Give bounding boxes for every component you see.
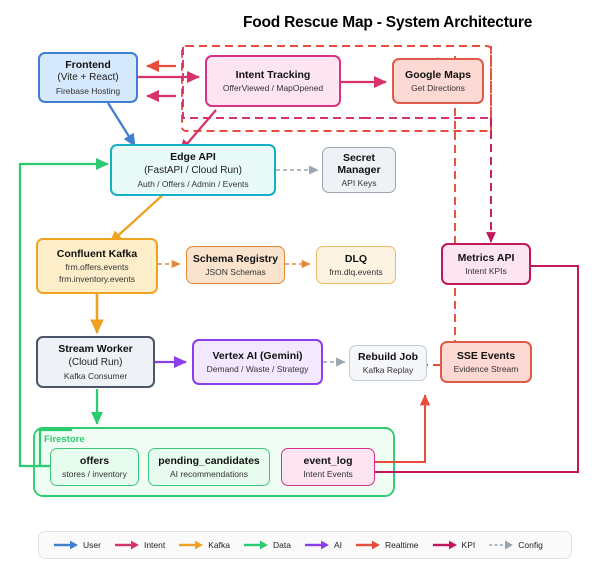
edge-eventlog-to-sse [375,394,431,463]
legend-item-intent: Intent [114,540,165,550]
legend-item-data: Data [243,540,291,550]
node-event-log-title: event_log [303,454,353,467]
node-pending-candidates[interactable]: pending_candidates AI recommendations [148,448,270,486]
node-edge-api-subtitle: (FastAPI / Cloud Run) [144,164,242,176]
node-intent-tracking-title: Intent Tracking [235,68,311,81]
node-metrics-api-title: Metrics API [457,251,515,264]
node-schema-registry-title: Schema Registry [192,252,279,265]
node-stream-worker[interactable]: Stream Worker (Cloud Run) Kafka Consumer [36,336,155,388]
node-pending-candidates-title: pending_candidates [158,454,260,467]
node-schema-registry-detail: JSON Schemas [205,267,266,278]
node-metrics-api[interactable]: Metrics API Intent KPIs [441,243,531,285]
node-rebuild-job[interactable]: Rebuild Job Kafka Replay [349,345,427,381]
node-rebuild-job-detail: Kafka Replay [362,365,414,376]
node-frontend-title: Frontend [65,58,111,71]
legend-item-ai: AI [304,540,342,550]
legend-item-kafka: Kafka [178,540,230,550]
node-offers[interactable]: offers stores / inventory [50,448,139,486]
node-sse-events-title: SSE Events [456,349,516,362]
legend-item-config: Config [488,540,543,550]
legend-item-kpi: KPI [432,540,476,550]
legend-arrow-icon [355,540,380,550]
node-stream-worker-title: Stream Worker [58,343,133,356]
legend-label: Intent [143,540,166,550]
node-dlq[interactable]: DLQ frm.dlq.events [316,246,396,284]
node-dlq-title: DLQ [344,252,368,265]
legend-arrow-icon [114,540,139,550]
legend: User Intent Kafka Data AI Realtime KPI Config [38,531,572,559]
legend-arrow-icon [432,540,457,550]
node-schema-registry[interactable]: Schema Registry JSON Schemas [186,246,285,284]
legend-arrow-icon [304,540,329,550]
node-rebuild-job-title: Rebuild Job [357,350,419,363]
node-intent-tracking-detail: OfferViewed / MapOpened [222,83,324,94]
legend-label: User [83,540,101,550]
node-secret-manager-detail: API Keys [341,178,377,189]
node-edge-api-title: Edge API [170,151,216,164]
node-stream-worker-detail: Kafka Consumer [63,370,128,381]
legend-label: AI [333,540,342,550]
edge-edgeapi-to-kafka [109,191,167,244]
legend-arrow-icon [243,540,268,550]
node-frontend-subtitle: (Vite + React) [57,72,119,84]
legend-label: Realtime [384,540,419,550]
node-google-maps-detail: Get Directions [411,83,465,94]
edge-eventlog-to-metrics [375,260,579,473]
node-dlq-detail: frm.dlq.events [329,267,383,278]
node-sse-events[interactable]: SSE Events Evidence Stream [440,341,532,383]
legend-label: Kafka [208,540,230,550]
legend-arrow-icon [179,540,204,550]
node-pending-candidates-detail: AI recommendations [170,469,248,480]
node-vertex-ai-title: Vertex AI (Gemini) [212,349,303,362]
node-secret-manager[interactable]: Secret Manager API Keys [322,147,396,193]
node-vertex-ai[interactable]: Vertex AI (Gemini) Demand / Waste / Stra… [192,339,323,385]
cluster-intent-boundary [182,47,363,119]
node-sse-events-detail: Evidence Stream [453,364,519,375]
node-stream-worker-subtitle: (Cloud Run) [68,356,123,368]
legend-label: KPI [461,540,476,550]
node-edge-api-detail: Auth / Offers / Admin / Events [137,178,249,189]
node-event-log-detail: Intent Events [303,469,353,480]
legend-item-user: User [53,540,101,550]
node-frontend[interactable]: Frontend (Vite + React) Firebase Hosting [38,52,138,103]
node-google-maps-title: Google Maps [405,68,471,81]
node-metrics-api-detail: Intent KPIs [465,266,507,277]
cluster-label-firestore: Firestore [44,434,85,445]
node-vertex-ai-detail: Demand / Waste / Strategy [206,364,309,375]
node-offers-title: offers [79,454,110,467]
node-confluent-kafka[interactable]: Confluent Kafka frm.offers.events frm.in… [36,238,158,294]
node-confluent-kafka-topic2: frm.inventory.events [59,274,135,285]
node-event-log[interactable]: event_log Intent Events [281,448,375,486]
legend-arrow-icon [54,540,78,550]
node-offers-detail: stores / inventory [62,469,127,480]
page-title: Food Rescue Map - System Architecture [243,14,533,31]
edge-frontend-to-edgeapi [107,102,136,147]
node-secret-manager-title: Secret [342,151,376,164]
legend-label: Data [272,540,291,550]
node-google-maps[interactable]: Google Maps Get Directions [392,58,484,104]
node-secret-manager-title2: Manager [337,163,381,176]
legend-item-realtime: Realtime [355,540,419,550]
node-frontend-detail: Firebase Hosting [55,86,121,97]
node-confluent-kafka-topic1: frm.offers.events [65,262,129,273]
edge-firestore-to-edgeapi [18,158,109,468]
node-edge-api[interactable]: Edge API (FastAPI / Cloud Run) Auth / Of… [110,144,276,196]
legend-label: Config [518,540,543,550]
node-confluent-kafka-title: Confluent Kafka [56,247,138,260]
legend-arrow-icon [489,540,514,550]
node-intent-tracking[interactable]: Intent Tracking OfferViewed / MapOpened [205,55,341,107]
